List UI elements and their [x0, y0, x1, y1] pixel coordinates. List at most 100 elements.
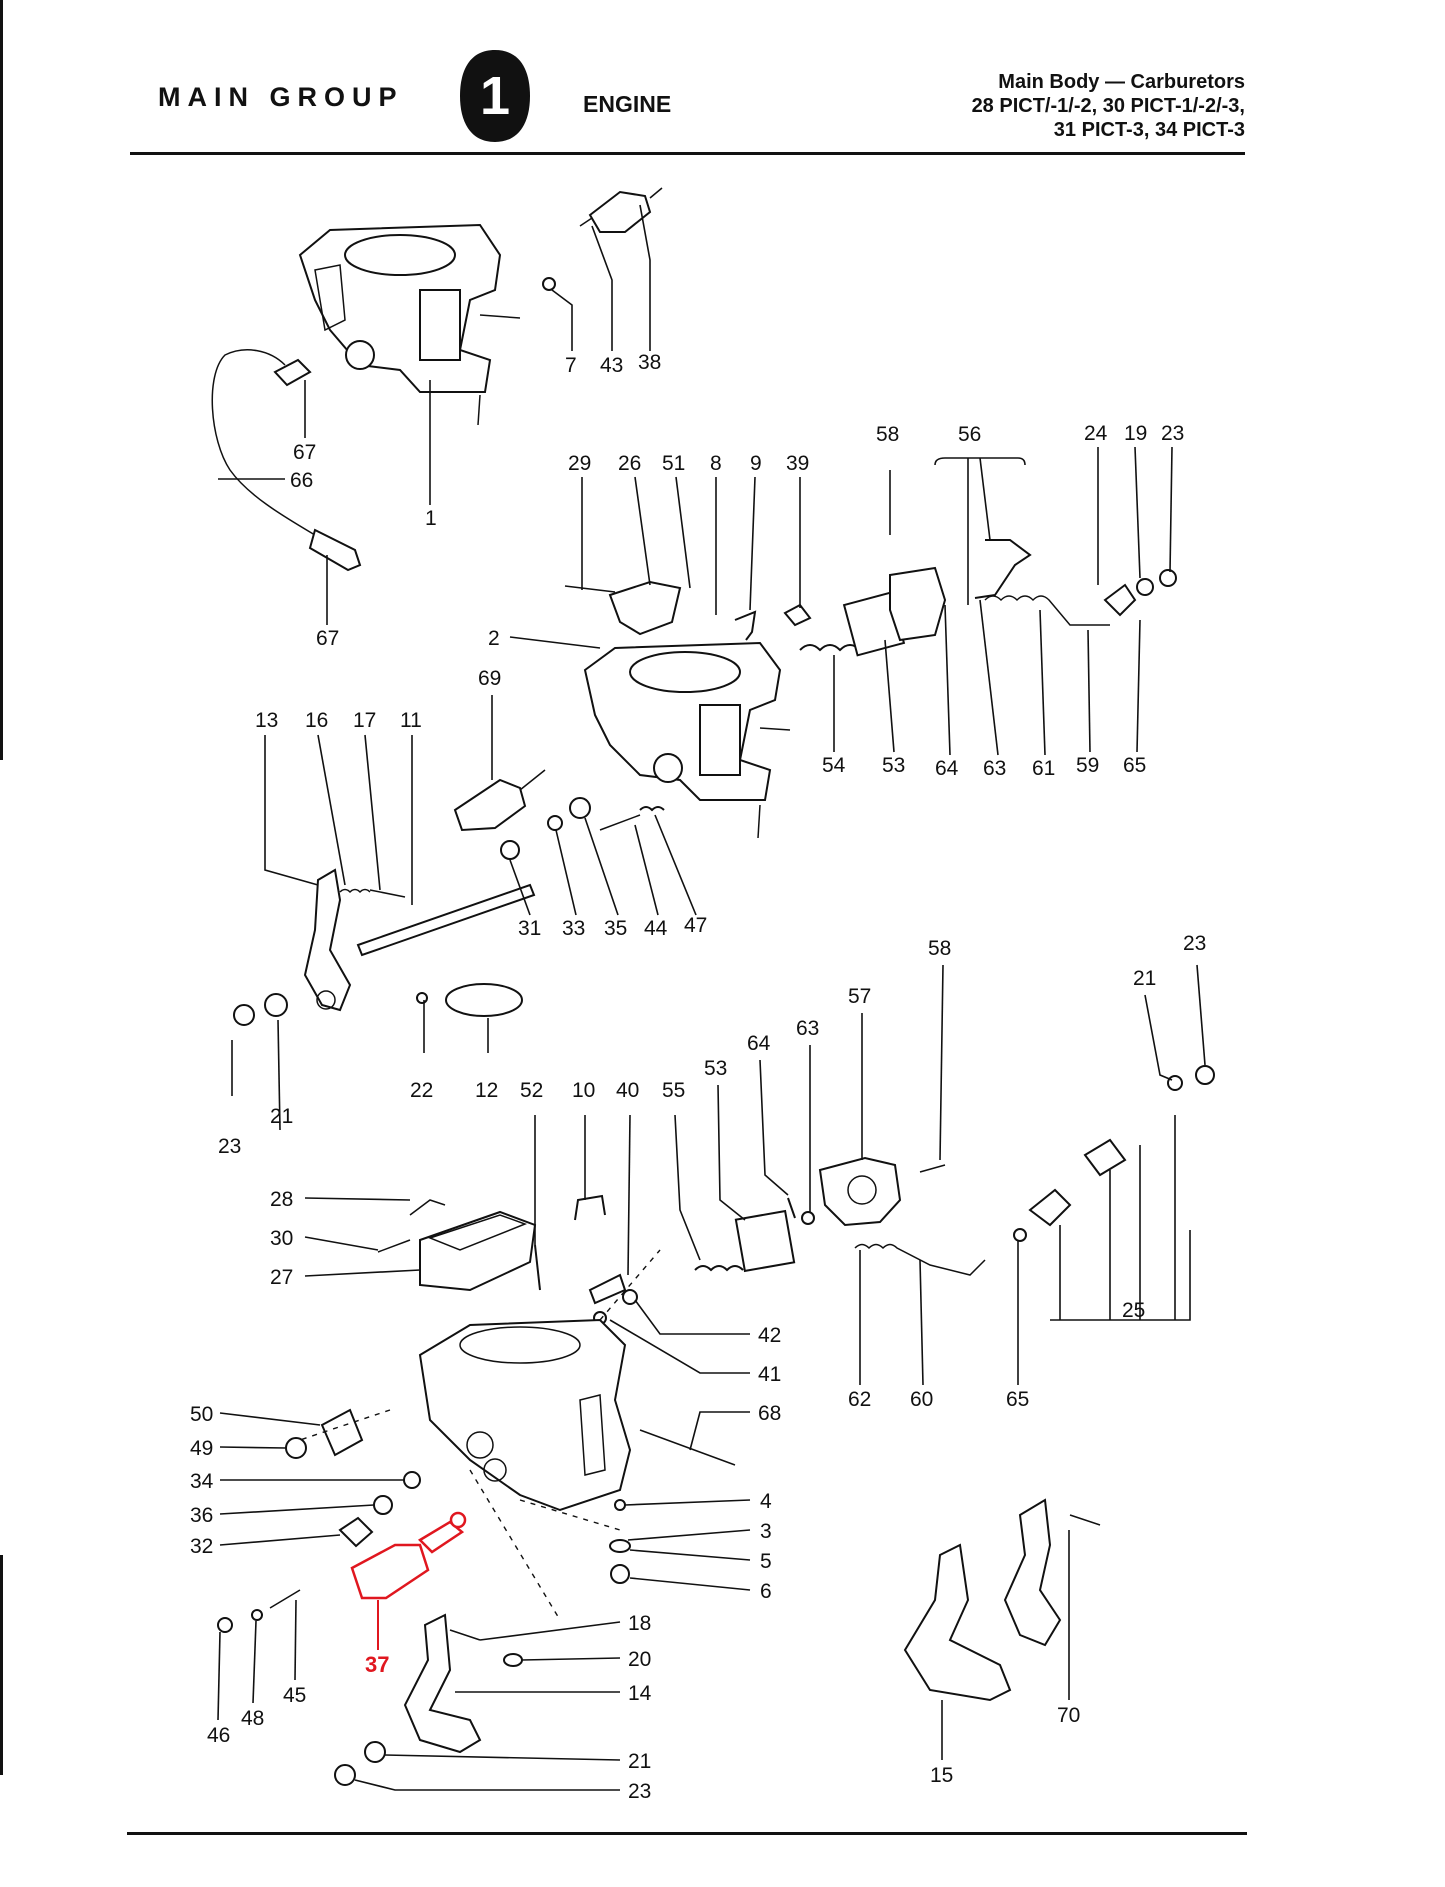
part-60-spring-rod-lower — [854, 1243, 986, 1276]
part-68-tube — [639, 1429, 736, 1466]
part-5-washer — [609, 1539, 631, 1553]
main-group-label: MAIN GROUP — [158, 82, 404, 112]
part-70-screw — [1069, 1514, 1101, 1526]
callout-21-c: 21 — [270, 1105, 293, 1128]
callout-19: 19 — [1124, 422, 1147, 445]
callout-21-d: 21 — [628, 1750, 651, 1773]
part-61-spring-rod — [984, 595, 1110, 626]
callout-23-d: 23 — [628, 1780, 651, 1803]
callout-12: 12 — [475, 1079, 498, 1102]
callout-14: 14 — [628, 1682, 652, 1705]
callout-46: 46 — [207, 1724, 230, 1747]
callout-32: 32 — [190, 1535, 213, 1558]
callout-25: 25 — [1122, 1299, 1145, 1322]
part-50-screw — [320, 1408, 364, 1457]
callout-8: 8 — [710, 452, 722, 475]
part-57-pump-housing — [889, 566, 947, 642]
callout-35: 35 — [604, 917, 627, 940]
callout-43: 43 — [600, 354, 623, 377]
part-20-washer — [503, 1653, 523, 1667]
scan-edge-mark-bottom — [0, 1555, 3, 1775]
callout-62: 62 — [848, 1388, 871, 1411]
callout-64: 64 — [935, 757, 959, 780]
callout-63: 63 — [983, 757, 1006, 780]
part-23-nut — [1159, 569, 1177, 587]
part-36-washer — [373, 1495, 393, 1515]
part-10-bracket — [574, 1194, 606, 1221]
callout-13: 13 — [255, 709, 278, 732]
callout-40: 40 — [616, 1079, 639, 1102]
callout-7: 7 — [565, 354, 577, 377]
part-66-cable — [211, 349, 362, 572]
part-46-jet — [217, 1617, 233, 1633]
part-21-washer-left — [264, 993, 288, 1017]
part-15-lever-assembly — [903, 1498, 1062, 1702]
part-23-nut-left — [233, 1004, 255, 1026]
callout-3: 3 — [760, 1520, 772, 1543]
callout-2: 2 — [488, 627, 500, 650]
part-17-screw — [369, 889, 406, 898]
title-line-2: 28 PICT/-1/-2, 30 PICT-1/-2/-3, — [971, 95, 1245, 117]
section-label: ENGINE — [583, 91, 672, 117]
callout-9: 9 — [750, 452, 762, 475]
callout-69: 69 — [478, 667, 501, 690]
callout-37-highlighted: 37 — [365, 1652, 389, 1677]
callout-22: 22 — [410, 1079, 433, 1102]
callout-58-b: 58 — [928, 937, 951, 960]
callout-18: 18 — [628, 1612, 651, 1635]
part-49-o-ring — [285, 1437, 307, 1459]
part-24-plate — [1103, 583, 1137, 617]
callout-33: 33 — [562, 917, 585, 940]
part-63-washer-lower — [801, 1211, 815, 1225]
callout-30: 30 — [270, 1227, 293, 1250]
header-rule — [130, 152, 1245, 155]
part-44-screw — [599, 814, 641, 831]
part-25-plate-lower-b — [1083, 1138, 1127, 1177]
part-28-clip — [409, 1199, 446, 1216]
callout-38: 38 — [638, 351, 661, 374]
callout-50: 50 — [190, 1403, 213, 1426]
part-9-pin — [734, 610, 757, 641]
callout-15: 15 — [930, 1764, 953, 1787]
callout-11: 11 — [400, 709, 422, 732]
part-7-ball — [542, 277, 556, 291]
part-69-connector — [453, 769, 546, 832]
callout-17: 17 — [353, 709, 376, 732]
part-42-plug — [622, 1289, 638, 1305]
part-64-clip — [787, 1197, 796, 1219]
part-45-screw — [269, 1589, 301, 1609]
part-23-nut-right — [1195, 1065, 1215, 1085]
part-39-jet — [783, 603, 812, 627]
part-54-spring — [799, 644, 861, 652]
part-23-nut-lower — [334, 1764, 356, 1786]
title-line-3: 31 PICT-3, 34 PICT-3 — [1053, 119, 1245, 141]
callout-67: 67 — [293, 441, 316, 464]
callout-45: 45 — [283, 1684, 306, 1707]
callout-49: 49 — [190, 1437, 213, 1460]
page-title: Main Body — Carburetors 28 PICT/-1/-2, 3… — [972, 70, 1245, 142]
part-lower-carburetor-body — [418, 1318, 632, 1512]
callout-65-b: 65 — [1006, 1388, 1029, 1411]
callout-1: 1 — [425, 507, 437, 530]
part-37-cutoff-valve — [350, 1511, 467, 1600]
part-65-clip-lower — [1013, 1228, 1027, 1242]
callout-54: 54 — [822, 754, 846, 777]
part-58-screw-lower — [919, 1164, 946, 1173]
callout-21-b: 21 — [1133, 967, 1156, 990]
part-14-lever-lower — [403, 1613, 482, 1754]
part-21-washer-lower — [364, 1741, 386, 1763]
callout-6: 6 — [760, 1580, 772, 1603]
callout-67-b: 67 — [316, 627, 339, 650]
callout-58: 58 — [876, 423, 899, 446]
badge-shape-icon: 1 — [460, 50, 530, 142]
part-13-lever — [303, 868, 352, 1012]
part-2-carburetor-upper-body-b — [583, 641, 791, 839]
part-16-spring — [339, 888, 371, 894]
callout-56: 56 — [958, 423, 981, 446]
group-number: 1 — [480, 66, 510, 126]
callout-20: 20 — [628, 1648, 651, 1671]
callout-52: 52 — [520, 1079, 543, 1102]
callout-10: 10 — [572, 1079, 595, 1102]
part-11-throttle-shaft — [356, 883, 536, 957]
part-25-plate-lower — [1028, 1188, 1072, 1227]
